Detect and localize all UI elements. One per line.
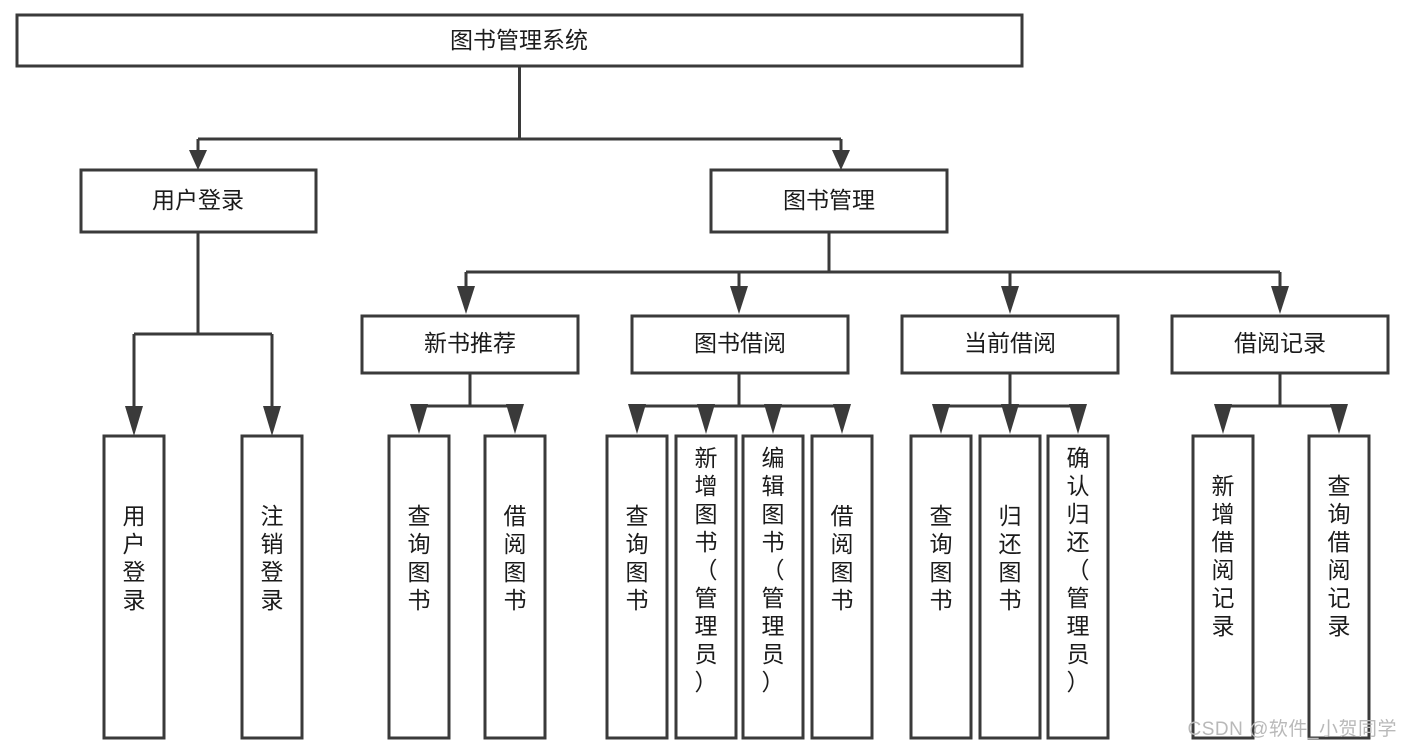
arrow-to-leaf-user-logout <box>263 406 281 436</box>
leaf-borrow-book-1-label: 借阅图书 <box>504 503 527 613</box>
leaf-user-logout-box[interactable] <box>240 434 304 740</box>
node-current-borrow[interactable]: 当前借阅 <box>900 314 1120 375</box>
node-leaf-add-book[interactable]: 新增图书（管理员） <box>674 434 738 740</box>
arrow-to-leaf-return-book <box>1001 404 1019 434</box>
leaf-confirm-return-label: 确认归还（管理员） <box>1067 445 1090 695</box>
leaf-query-book-2-box[interactable] <box>605 434 669 740</box>
leaf-query-book-1-label: 查询图书 <box>408 503 431 613</box>
leaf-edit-book-label: 编辑图书（管理员） <box>762 445 785 695</box>
arrow-to-user-login <box>189 150 207 170</box>
book-borrow-box[interactable] <box>630 314 850 375</box>
arrow-to-leaf-confirm-return <box>1069 404 1087 434</box>
user-login-label: 用户登录 <box>152 187 244 213</box>
leaf-query-book-1-box[interactable] <box>387 434 451 740</box>
arrow-to-borrow-record <box>1271 286 1289 314</box>
leaf-return-book-label: 归还图书 <box>999 503 1022 613</box>
arrow-to-book-management <box>832 150 850 170</box>
root-label: 图书管理系统 <box>450 27 588 53</box>
node-book-management[interactable]: 图书管理 <box>709 168 949 234</box>
leaf-borrow-book-2-label: 借阅图书 <box>831 503 854 613</box>
leaf-user-logout-label: 注销登录 <box>261 503 284 613</box>
node-root[interactable]: 图书管理系统 <box>15 13 1024 68</box>
leaf-edit-book-box[interactable] <box>741 434 805 740</box>
arrow-to-new-book-recommend <box>457 286 475 314</box>
leaf-confirm-return-box[interactable] <box>1046 434 1110 740</box>
arrow-to-leaf-borrow-book-1 <box>506 404 524 434</box>
arrow-to-current-borrow <box>1001 286 1019 314</box>
node-leaf-query-book-2[interactable]: 查询图书 <box>605 434 669 740</box>
leaf-add-book-box[interactable] <box>674 434 738 740</box>
node-leaf-query-book-3[interactable]: 查询图书 <box>909 434 973 740</box>
leaf-query-book-3-box[interactable] <box>909 434 973 740</box>
node-leaf-query-record[interactable]: 查询借阅记录 <box>1307 434 1371 740</box>
node-leaf-user-login[interactable]: 用户登录 <box>102 434 166 740</box>
node-borrow-record[interactable]: 借阅记录 <box>1170 314 1390 375</box>
arrow-to-leaf-edit-book <box>764 404 782 434</box>
node-leaf-return-book[interactable]: 归还图书 <box>978 434 1042 740</box>
user-login-box[interactable] <box>79 168 318 234</box>
leaf-return-book-box[interactable] <box>978 434 1042 740</box>
leaf-query-record-box[interactable] <box>1307 434 1371 740</box>
new-book-recommend-box[interactable] <box>360 314 580 375</box>
leaf-query-record-label: 查询借阅记录 <box>1328 473 1351 639</box>
node-book-borrow[interactable]: 图书借阅 <box>630 314 850 375</box>
book-borrow-label: 图书借阅 <box>694 330 786 356</box>
arrow-to-leaf-query-book-2 <box>628 404 646 434</box>
borrow-record-label: 借阅记录 <box>1234 330 1326 356</box>
node-leaf-edit-book[interactable]: 编辑图书（管理员） <box>741 434 805 740</box>
arrow-to-leaf-query-book-1 <box>410 404 428 434</box>
node-leaf-add-record[interactable]: 新增借阅记录 <box>1191 434 1255 740</box>
arrow-to-book-borrow <box>730 286 748 314</box>
leaf-borrow-book-1-box[interactable] <box>483 434 547 740</box>
arrow-to-leaf-query-book-3 <box>932 404 950 434</box>
borrow-record-box[interactable] <box>1170 314 1390 375</box>
leaf-query-book-2-label: 查询图书 <box>626 503 649 613</box>
csdn-watermark: CSDN @软件_小贺同学 <box>1187 719 1397 740</box>
arrow-to-leaf-borrow-book-2 <box>833 404 851 434</box>
node-leaf-user-logout[interactable]: 注销登录 <box>240 434 304 740</box>
node-leaf-borrow-book-2[interactable]: 借阅图书 <box>810 434 874 740</box>
node-user-login[interactable]: 用户登录 <box>79 168 318 234</box>
leaf-query-book-3-label: 查询图书 <box>930 503 953 613</box>
leaf-add-record-box[interactable] <box>1191 434 1255 740</box>
leaf-add-book-label: 新增图书（管理员） <box>695 445 718 695</box>
connector-layer <box>125 66 1348 436</box>
node-leaf-borrow-book-1[interactable]: 借阅图书 <box>483 434 547 740</box>
root-box[interactable] <box>15 13 1024 68</box>
book-management-box[interactable] <box>709 168 949 234</box>
leaf-borrow-book-2-box[interactable] <box>810 434 874 740</box>
node-new-book-recommend[interactable]: 新书推荐 <box>360 314 580 375</box>
arrow-to-leaf-add-book <box>697 404 715 434</box>
node-leaf-confirm-return[interactable]: 确认归还（管理员） <box>1046 434 1110 740</box>
arrow-to-leaf-query-record <box>1330 404 1348 434</box>
node-leaf-query-book-1[interactable]: 查询图书 <box>387 434 451 740</box>
leaf-user-login-label: 用户登录 <box>123 503 146 613</box>
arrow-to-leaf-add-record <box>1214 404 1232 434</box>
leaf-add-record-label: 新增借阅记录 <box>1212 473 1235 639</box>
current-borrow-label: 当前借阅 <box>964 330 1056 356</box>
new-book-recommend-label: 新书推荐 <box>424 330 516 356</box>
arrow-to-leaf-user-login <box>125 406 143 436</box>
book-management-label: 图书管理 <box>783 187 875 213</box>
current-borrow-box[interactable] <box>900 314 1120 375</box>
leaf-user-login-box[interactable] <box>102 434 166 740</box>
